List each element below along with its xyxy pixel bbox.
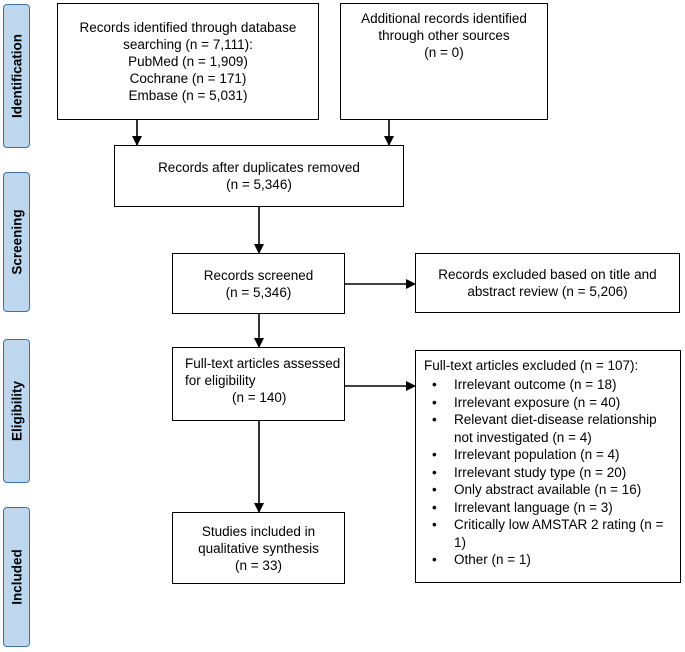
box-included-studies-line-2: qualitative synthesis <box>198 540 319 556</box>
box-records-excluded: Records excluded based on title and abst… <box>415 253 680 313</box>
box-records-screened-line-2: (n = 5,346) <box>225 284 292 300</box>
exclusion-reason-item: Other (n = 1) <box>432 551 672 569</box>
box-other-sources-line-3: (n = 0) <box>424 45 464 60</box>
box-other-sources-line-1: Additional records identified <box>361 11 527 26</box>
box-records-excluded-line-2: abstract review (n = 5,206) <box>467 284 628 299</box>
box-after-duplicates-line-2: (n = 5,346) <box>226 177 292 192</box>
exclusion-reasons-list: Irrelevant outcome (n = 18) Irrelevant e… <box>424 376 672 569</box>
box-database-records-line-5: Embase (n = 5,031) <box>128 88 248 103</box>
box-fulltext-assessed-line-2: for eligibility <box>185 373 256 388</box>
stage-screening: Screening <box>3 172 30 312</box>
box-database-records: Records identified through database sear… <box>57 3 319 120</box>
exclusion-reason-item: Relevant diet-disease relationship not i… <box>432 411 672 446</box>
box-fulltext-assessed: Full-text articles assessed for eligibil… <box>172 347 345 421</box>
box-after-duplicates-line-1: Records after duplicates removed <box>158 160 360 175</box>
exclusion-reason-item: Irrelevant language (n = 3) <box>432 499 672 517</box>
box-fulltext-excluded-heading: Full-text articles excluded (n = 107): <box>424 358 639 373</box>
exclusion-reason-item: Critically low AMSTAR 2 rating (n = 1) <box>432 516 672 551</box>
stage-identification: Identification <box>3 4 30 148</box>
exclusion-reason-item: Only abstract available (n = 16) <box>432 481 672 499</box>
exclusion-reason-item: Irrelevant population (n = 4) <box>432 446 672 464</box>
box-database-records-line-1: Records identified through database <box>79 20 297 35</box>
exclusion-reason-item: Irrelevant study type (n = 20) <box>432 464 672 482</box>
box-included-studies-line-3: (n = 33) <box>235 557 282 573</box>
box-fulltext-assessed-line-1: Full-text articles assessed <box>185 356 341 371</box>
stage-eligibility: Eligibility <box>3 339 30 483</box>
box-included-studies: Studies included in qualitative synthesi… <box>172 512 345 584</box>
box-records-excluded-line-1: Records excluded based on title and <box>438 267 657 282</box>
box-records-screened-line-1: Records screened <box>203 267 314 283</box>
box-fulltext-excluded: Full-text articles excluded (n = 107): I… <box>415 350 681 583</box>
box-database-records-line-2: searching (n = 7,111): <box>123 37 253 52</box>
box-after-duplicates: Records after duplicates removed (n = 5,… <box>114 145 404 207</box>
box-records-screened: Records screened (n = 5,346) <box>172 253 345 314</box>
exclusion-reason-item: Irrelevant exposure (n = 40) <box>432 394 672 412</box>
exclusion-reason-item: Irrelevant outcome (n = 18) <box>432 376 672 394</box>
box-included-studies-line-1: Studies included in <box>201 523 316 539</box>
box-fulltext-assessed-line-3: (n = 140) <box>232 390 287 405</box>
box-other-sources-line-2: through other sources <box>378 28 510 43</box>
stage-included: Included <box>3 507 30 647</box>
box-database-records-line-3: PubMed (n = 1,909) <box>128 54 248 69</box>
box-other-sources: Additional records identified through ot… <box>340 3 548 120</box>
box-database-records-line-4: Cochrane (n = 171) <box>129 71 247 86</box>
